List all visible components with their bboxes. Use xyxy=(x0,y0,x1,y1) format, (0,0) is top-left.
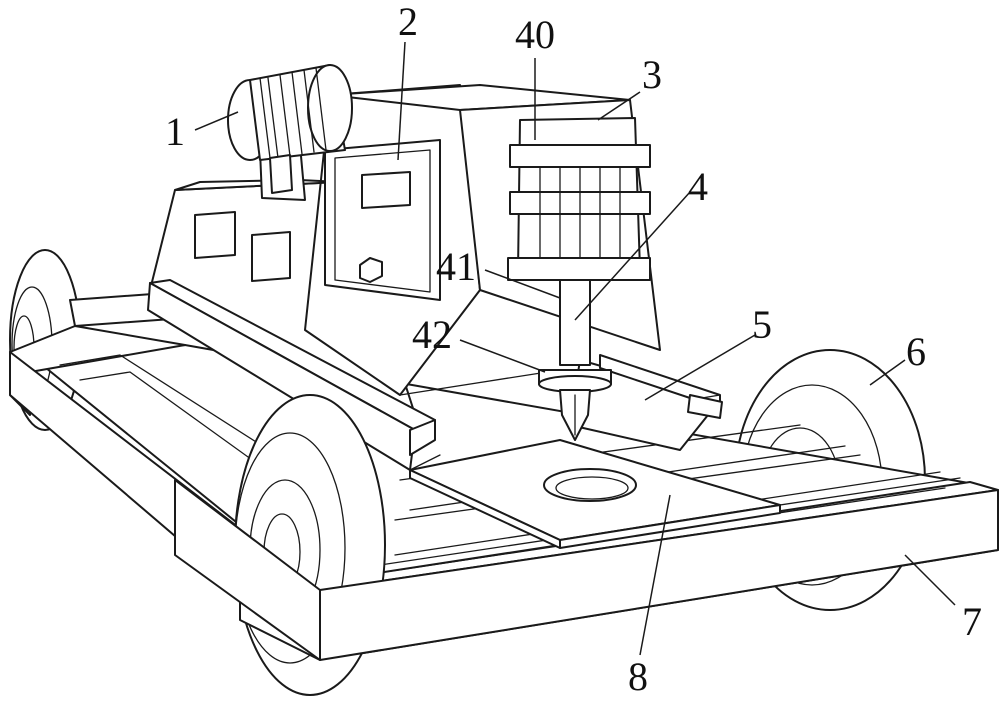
leader-lines xyxy=(194,41,956,656)
label-8: 8 xyxy=(628,654,648,699)
drill-head xyxy=(507,117,651,281)
label-2: 2 xyxy=(398,0,418,44)
label-3: 3 xyxy=(642,52,662,97)
label-5: 5 xyxy=(752,302,772,347)
label-7: 7 xyxy=(962,599,982,644)
motor xyxy=(227,64,353,201)
label-1: 1 xyxy=(165,109,185,154)
part-labels: 1 2 3 4 5 6 7 8 40 41 42 xyxy=(165,0,982,699)
label-42: 42 xyxy=(412,312,452,357)
plate xyxy=(409,439,781,549)
label-6: 6 xyxy=(906,329,926,374)
control-panel xyxy=(324,139,441,301)
label-41: 41 xyxy=(436,244,476,289)
label-40: 40 xyxy=(515,12,555,57)
label-4: 4 xyxy=(688,164,708,209)
spindle xyxy=(538,279,612,441)
